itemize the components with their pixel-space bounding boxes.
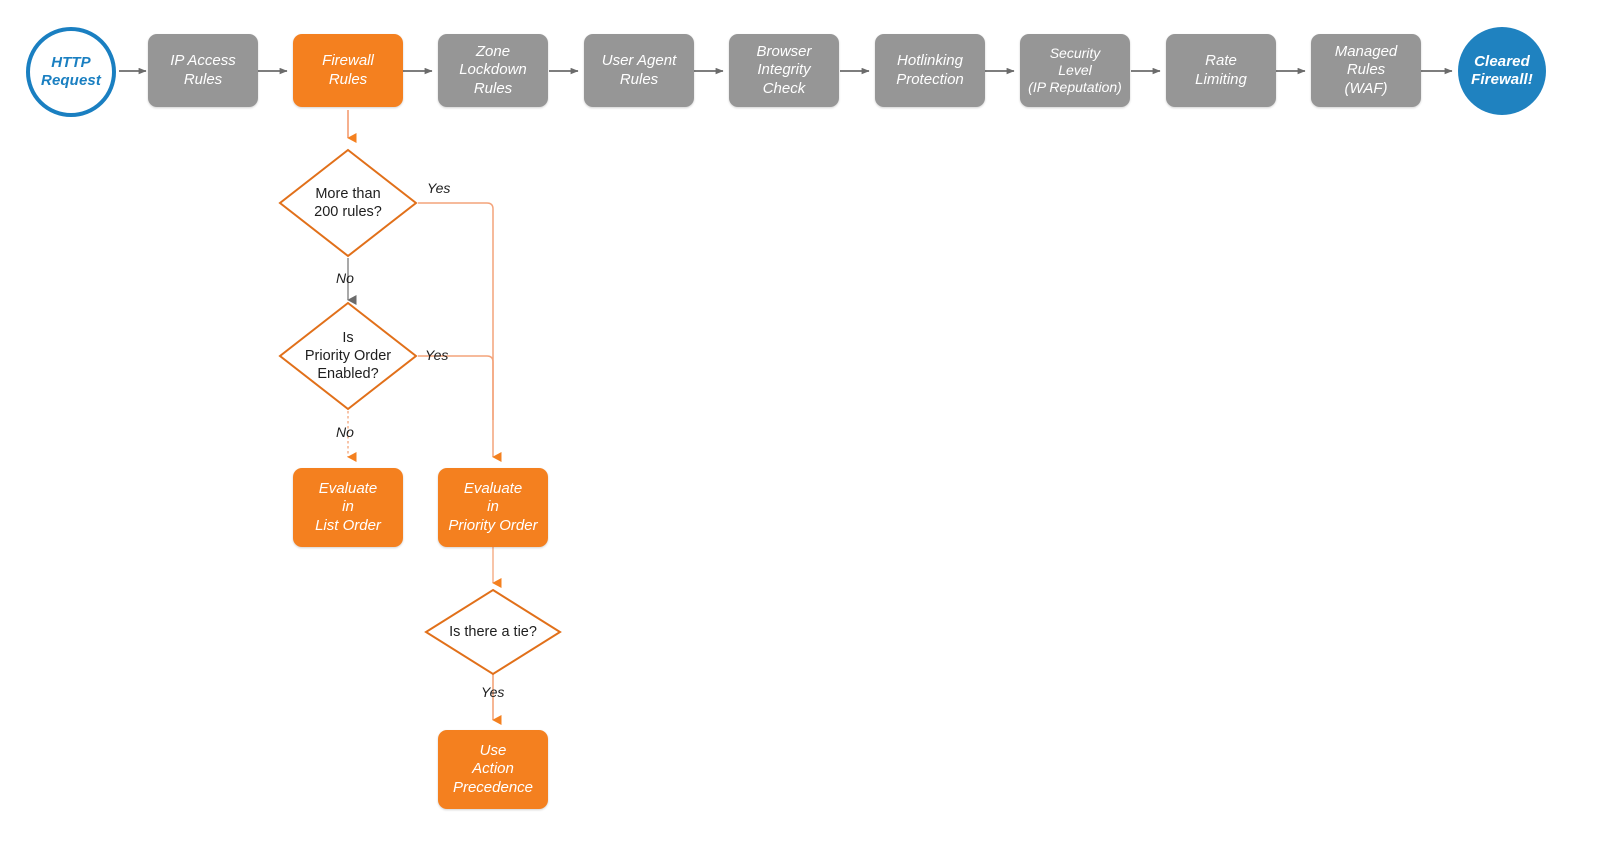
node-firewall-rules-label: Firewall Rules (322, 52, 374, 88)
node-user-agent-rules-label: User Agent Rules (601, 52, 677, 88)
node-hotlinking-protection[interactable]: Hotlinking Protection (875, 34, 985, 107)
node-ip-access-rules-label: IP Access Rules (170, 52, 236, 88)
node-cleared-firewall-label: Cleared Firewall! (1471, 52, 1533, 88)
edge-priority-order-yes (418, 355, 494, 420)
node-firewall-rules[interactable]: Firewall Rules (293, 34, 403, 107)
node-managed-rules-waf[interactable]: Managed Rules (WAF) (1311, 34, 1421, 107)
node-hotlinking-protection-label: Hotlinking Protection (896, 52, 964, 88)
node-use-action-precedence[interactable]: Use Action Precedence (438, 730, 548, 809)
decision-more-than-200-rules-shape (278, 148, 418, 258)
node-evaluate-in-priority-order-label: Evaluate in Priority Order (448, 480, 538, 534)
node-rate-limiting-label: Rate Limiting (1195, 52, 1247, 88)
decision-is-priority-order-enabled-shape (278, 301, 418, 411)
decision-more-than-200-rules-label: More than 200 rules? (314, 185, 382, 220)
node-zone-lockdown-rules[interactable]: Zone Lockdown Rules (438, 34, 548, 107)
node-http-request-label: HTTP Request (41, 53, 101, 89)
node-browser-integrity-check-label: Browser Integrity Check (756, 43, 812, 97)
decision-is-priority-order-enabled[interactable]: Is Priority Order Enabled? (278, 301, 418, 411)
node-security-level-label: Security Level (IP Reputation) (1028, 44, 1122, 96)
decision-is-there-a-tie-shape (424, 588, 562, 676)
node-evaluate-in-list-order-label: Evaluate in List Order (315, 480, 381, 534)
node-use-action-precedence-label: Use Action Precedence (452, 742, 534, 796)
edge-label-more-than-200-yes: Yes (427, 180, 451, 196)
node-security-level[interactable]: Security Level (IP Reputation) (1020, 34, 1130, 107)
node-managed-rules-waf-label: Managed Rules (WAF) (1334, 43, 1398, 97)
decision-more-than-200-rules[interactable]: More than 200 rules? (278, 148, 418, 258)
node-zone-lockdown-rules-label: Zone Lockdown Rules (459, 43, 527, 97)
decision-is-there-a-tie[interactable]: Is there a tie? (424, 588, 562, 676)
node-browser-integrity-check[interactable]: Browser Integrity Check (729, 34, 839, 107)
node-http-request[interactable]: HTTP Request (26, 27, 116, 117)
edge-label-tie-yes: Yes (481, 684, 505, 700)
node-evaluate-in-list-order[interactable]: Evaluate in List Order (293, 468, 403, 547)
edge-more-than-200-yes (418, 202, 502, 462)
edge-label-priority-order-no: No (336, 424, 354, 440)
node-rate-limiting[interactable]: Rate Limiting (1166, 34, 1276, 107)
decision-is-there-a-tie-label: Is there a tie? (449, 623, 537, 640)
node-ip-access-rules[interactable]: IP Access Rules (148, 34, 258, 107)
node-user-agent-rules[interactable]: User Agent Rules (584, 34, 694, 107)
decision-is-priority-order-enabled-label: Is Priority Order Enabled? (304, 329, 392, 383)
edge-label-priority-order-yes: Yes (425, 347, 449, 363)
node-cleared-firewall[interactable]: Cleared Firewall! (1458, 27, 1546, 115)
edge-label-more-than-200-no: No (336, 270, 354, 286)
node-evaluate-in-priority-order[interactable]: Evaluate in Priority Order (438, 468, 548, 547)
